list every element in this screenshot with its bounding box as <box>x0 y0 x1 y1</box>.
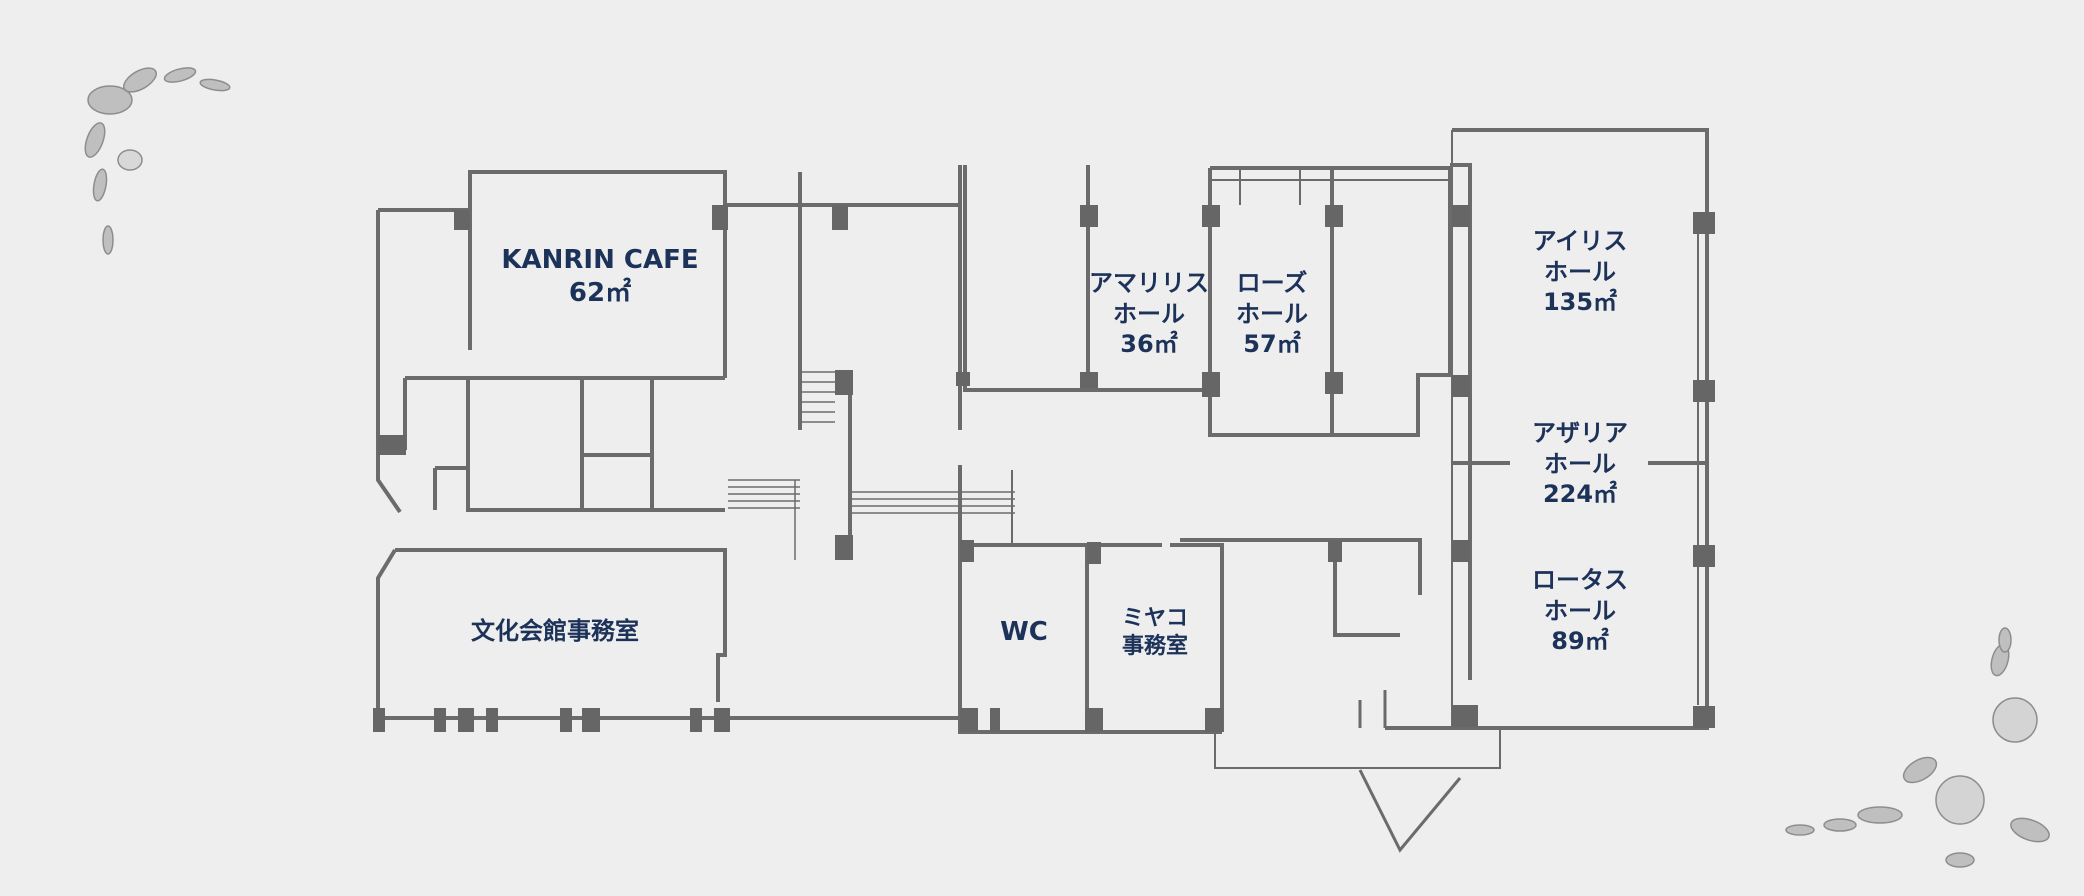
room-name: アイリス <box>1532 227 1628 255</box>
room-wc: WC <box>962 616 1086 649</box>
room-area: 135㎡ <box>1542 288 1618 317</box>
staircase <box>728 371 1015 560</box>
room-rose-hall: ローズ ホール 57㎡ <box>1213 268 1331 360</box>
floral-corner-bottom-right <box>1785 627 2050 868</box>
room-iris-hall: アイリス ホール 135㎡ <box>1490 226 1670 318</box>
walls <box>376 128 1709 853</box>
room-suffix: ホール <box>1544 596 1616 625</box>
room-suffix: 事務室 <box>1121 634 1188 660</box>
room-azalea-hall: アザリア ホール 224㎡ <box>1490 418 1670 510</box>
room-kanrin-cafe: KANRIN CAFE 62㎡ <box>490 244 710 311</box>
room-area: 36㎡ <box>1120 330 1178 359</box>
room-name: ミヤコ <box>1121 606 1188 631</box>
room-area: 62㎡ <box>568 278 632 309</box>
room-culture-hall-office: 文化会館事務室 <box>430 616 680 647</box>
room-area: 89㎡ <box>1551 627 1609 656</box>
room-suffix: ホール <box>1113 299 1185 328</box>
pillars <box>373 205 1715 732</box>
room-name: ローズ <box>1236 269 1308 297</box>
room-area: 57㎡ <box>1243 330 1301 359</box>
room-amaryllis-hall: アマリリス ホール 36㎡ <box>1088 268 1210 360</box>
room-suffix: ホール <box>1236 299 1308 328</box>
room-miyako-office: ミヤコ 事務室 <box>1089 605 1221 661</box>
room-name: KANRIN CAFE <box>501 245 699 275</box>
room-name: アザリア <box>1532 419 1628 447</box>
room-name: WC <box>1000 617 1048 647</box>
floral-corner-top-left <box>84 67 231 255</box>
room-suffix: ホール <box>1544 257 1616 286</box>
room-suffix: ホール <box>1544 449 1616 478</box>
room-area: 224㎡ <box>1542 480 1618 509</box>
room-lotus-hall: ロータス ホール 89㎡ <box>1490 565 1670 657</box>
room-name: 文化会館事務室 <box>471 617 639 645</box>
room-name: ロータス <box>1532 566 1628 594</box>
room-name: アマリリス <box>1089 269 1209 297</box>
